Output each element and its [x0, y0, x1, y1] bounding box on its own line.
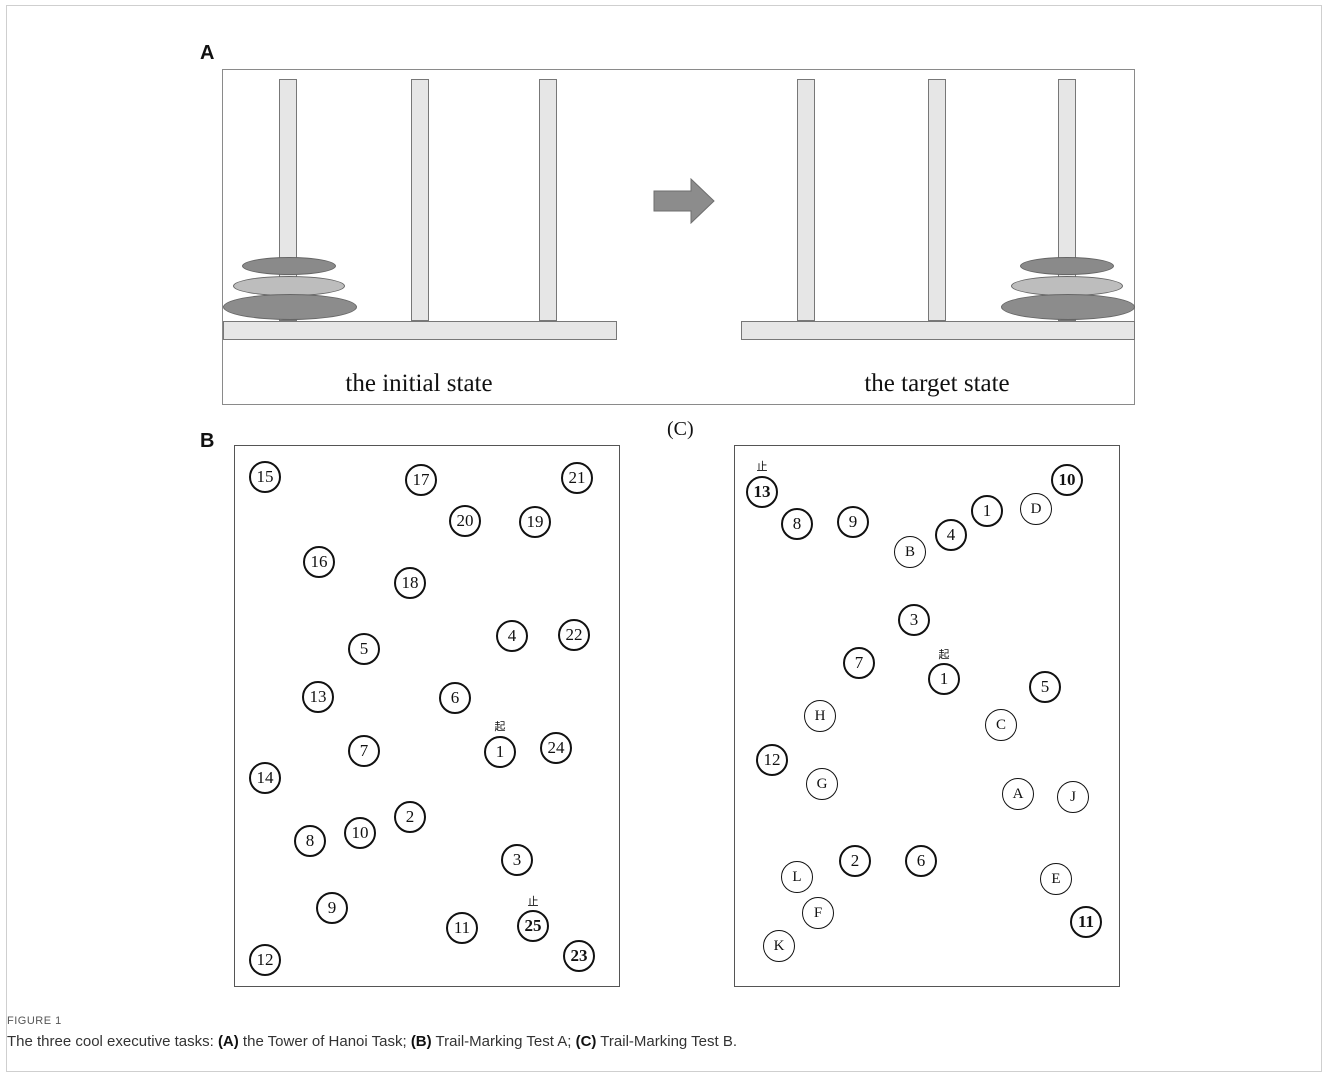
trail-test-a-panel — [234, 445, 620, 987]
trail-a-node: 9 — [316, 892, 348, 924]
caption-a-tag: (A) — [217, 1033, 239, 1050]
trail-a-node: 13 — [302, 681, 334, 713]
trail-b-node: 9 — [837, 506, 869, 538]
caption-c-tag: (C) — [575, 1033, 597, 1050]
trail-b-node: J — [1057, 781, 1089, 813]
trail-b-node: 2 — [839, 845, 871, 877]
trail-test-b-panel — [734, 445, 1120, 987]
trail-a-node: 3 — [501, 844, 533, 876]
tower-of-hanoi-panel: the initial state the target state — [222, 69, 1135, 405]
peg-target-1 — [797, 79, 815, 321]
trail-a-node: 10 — [344, 817, 376, 849]
trail-b-node: 13 — [746, 476, 778, 508]
trail-b-node: K — [763, 930, 795, 962]
trail-a-marker: 止 — [527, 895, 539, 908]
target-state-label: the target state — [864, 370, 1010, 397]
trail-b-node: 1 — [928, 663, 960, 695]
trail-a-marker: 起 — [494, 720, 506, 733]
trail-b-marker: 起 — [938, 648, 950, 661]
trail-b-node: A — [1002, 778, 1034, 810]
panel-label-a: A — [200, 42, 215, 64]
peg-target-2 — [928, 79, 946, 321]
trail-a-node: 23 — [563, 940, 595, 972]
disk-medium-initial — [233, 276, 345, 296]
caption-b-text: Trail-Marking Test A; — [431, 1033, 576, 1050]
trail-b-node: 7 — [843, 647, 875, 679]
trail-a-node: 18 — [394, 567, 426, 599]
trail-b-node: 4 — [935, 519, 967, 551]
trail-b-node: 11 — [1070, 906, 1102, 938]
trail-b-marker: 止 — [756, 460, 768, 473]
trail-a-node: 21 — [561, 462, 593, 494]
trail-a-node: 16 — [303, 546, 335, 578]
trail-a-node: 1 — [484, 736, 516, 768]
trail-b-node: 1 — [971, 495, 1003, 527]
trail-b-node: H — [804, 700, 836, 732]
trail-b-node: C — [985, 709, 1017, 741]
figure-caption: The three cool executive tasks: (A) the … — [7, 1033, 737, 1050]
trail-a-node: 19 — [519, 506, 551, 538]
trail-b-node: 5 — [1029, 671, 1061, 703]
trail-b-node: G — [806, 768, 838, 800]
trail-a-node: 14 — [249, 762, 281, 794]
trail-a-node: 25 — [517, 910, 549, 942]
caption-text-pre: The three cool executive tasks: — [7, 1033, 218, 1050]
trail-a-node: 6 — [439, 682, 471, 714]
disk-large-initial — [223, 294, 357, 320]
trail-a-node: 12 — [249, 944, 281, 976]
panel-label-b: B — [200, 430, 215, 452]
base-initial — [223, 321, 617, 340]
trail-a-node: 22 — [558, 619, 590, 651]
trail-a-node: 11 — [446, 912, 478, 944]
trail-b-node: B — [894, 536, 926, 568]
disk-medium-target — [1011, 276, 1123, 296]
trail-a-node: 17 — [405, 464, 437, 496]
trail-b-node: D — [1020, 493, 1052, 525]
trail-a-node: 7 — [348, 735, 380, 767]
figure-frame — [6, 5, 1322, 1072]
trail-a-node: 24 — [540, 732, 572, 764]
peg-initial-2 — [411, 79, 429, 321]
trail-a-node: 20 — [449, 505, 481, 537]
disk-large-target — [1001, 294, 1135, 320]
trail-b-node: F — [802, 897, 834, 929]
trail-a-node: 15 — [249, 461, 281, 493]
trail-a-node: 8 — [294, 825, 326, 857]
initial-state-label: the initial state — [345, 370, 493, 397]
trail-b-node: 8 — [781, 508, 813, 540]
trail-b-node: E — [1040, 863, 1072, 895]
trail-a-node: 4 — [496, 620, 528, 652]
peg-initial-3 — [539, 79, 557, 321]
panel-label-c: (C) — [667, 418, 694, 440]
caption-c-text: Trail-Marking Test B. — [596, 1033, 738, 1050]
base-target — [741, 321, 1135, 340]
disk-small-target — [1020, 257, 1114, 275]
caption-b-tag: (B) — [410, 1033, 432, 1050]
trail-b-node: 3 — [898, 604, 930, 636]
caption-a-text: the Tower of Hanoi Task; — [238, 1033, 411, 1050]
trail-a-node: 2 — [394, 801, 426, 833]
trail-b-node: 10 — [1051, 464, 1083, 496]
figure-label: FIGURE 1 — [7, 1015, 62, 1027]
trail-a-node: 5 — [348, 633, 380, 665]
trail-b-node: 6 — [905, 845, 937, 877]
arrow-right-icon — [653, 178, 715, 224]
trail-b-node: 12 — [756, 744, 788, 776]
disk-small-initial — [242, 257, 336, 275]
trail-b-node: L — [781, 861, 813, 893]
